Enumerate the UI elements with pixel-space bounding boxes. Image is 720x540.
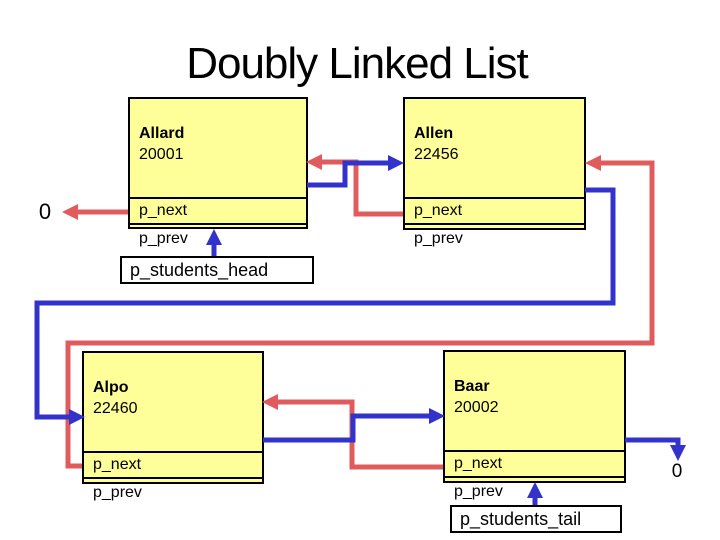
arrowhead-null-right-icon <box>670 445 686 461</box>
arrowhead-allen-prev-icon <box>306 154 322 170</box>
node-allard-pnext-field: p_next <box>130 199 306 225</box>
null-value-tail-next: 0 <box>671 461 683 482</box>
node-allard-pprev-field: p_prev <box>139 229 188 247</box>
node-allen-name: Allen <box>414 125 454 142</box>
arrowhead-alpo-prev-icon <box>585 155 601 171</box>
node-allen-pprev-field: p_prev <box>414 229 463 247</box>
node-alpo-name-row: Alpo 22460 <box>84 353 262 453</box>
node-baar-pprev-field: p_prev <box>454 482 503 500</box>
node-baar: Baar 20002 p_next p_prev <box>443 350 626 500</box>
node-alpo-pnext-field: p_next <box>84 453 262 479</box>
node-alpo: Alpo 22460 p_next p_prev <box>82 351 264 501</box>
node-allen-number: 22456 <box>414 146 459 163</box>
node-alpo-number: 22460 <box>93 400 138 417</box>
arrowhead-baar-prev-icon <box>262 394 278 410</box>
tail-pointer-label: p_students_tail <box>450 505 622 533</box>
node-allard: Allard 20001 p_next p_prev <box>128 97 308 247</box>
null-value-head-prev: 0 <box>38 199 52 224</box>
arrow-line-baar-next-to-null <box>625 437 681 447</box>
node-baar-name: Baar <box>454 378 490 395</box>
head-pointer-label: p_students_head <box>120 256 314 284</box>
node-allen: Allen 22456 p_next p_prev <box>403 97 586 247</box>
arrowhead-allard-prev-icon <box>62 204 78 220</box>
node-alpo-name: Alpo <box>93 379 129 396</box>
arrow-line-allen-prev-to-allard <box>320 159 403 217</box>
node-allen-pnext-field: p_next <box>405 199 584 225</box>
node-baar-number: 20002 <box>454 399 499 416</box>
node-allard-name-row: Allard 20001 <box>130 99 306 199</box>
node-allard-number: 20001 <box>139 146 184 163</box>
arrowhead-allen-next-icon <box>388 155 404 171</box>
node-allard-name: Allard <box>139 125 185 142</box>
slide-title: Doubly Linked List <box>186 39 529 88</box>
node-alpo-pprev-field: p_prev <box>93 483 142 501</box>
node-baar-pnext-field: p_next <box>445 452 624 478</box>
node-allen-name-row: Allen 22456 <box>405 99 584 199</box>
arrow-line-alpo-next-to-baar <box>263 413 430 443</box>
arrow-line-baar-prev-to-alpo <box>276 399 443 470</box>
arrow-line-allard-next-to-allen <box>307 160 390 188</box>
node-baar-name-row: Baar 20002 <box>445 352 624 452</box>
